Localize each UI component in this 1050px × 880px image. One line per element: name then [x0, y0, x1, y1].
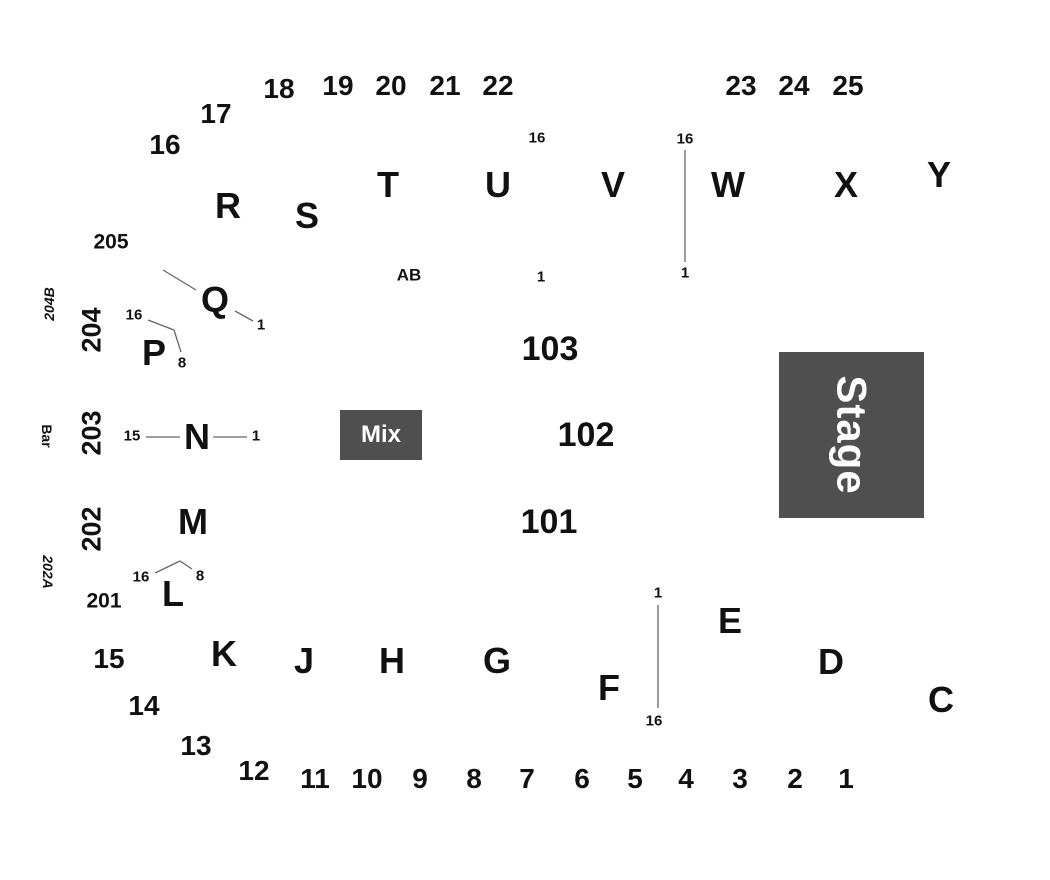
section-204[interactable]: 204 — [76, 307, 107, 353]
lower-seat-8[interactable]: 8 — [466, 763, 482, 794]
seat-range-ef-1: 1 — [653, 584, 663, 602]
seat-range-u-16: 16 — [528, 129, 546, 147]
row-j[interactable]: J — [293, 640, 315, 681]
lower-seat-3[interactable]: 3 — [732, 763, 748, 794]
lower-seat-10[interactable]: 10 — [351, 763, 383, 794]
seat-range-p-16: 16 — [125, 306, 143, 324]
seat-range-vw-1: 1 — [680, 264, 690, 282]
section-205[interactable]: 205 — [93, 230, 129, 254]
row-e[interactable]: E — [717, 600, 743, 641]
section-201[interactable]: 201 — [86, 589, 122, 613]
row-p[interactable]: P — [141, 332, 167, 373]
section-102[interactable]: 102 — [557, 416, 615, 454]
row-t[interactable]: T — [377, 164, 399, 205]
seat-range-l-16: 16 — [132, 568, 150, 586]
lower-seat-4[interactable]: 4 — [678, 763, 694, 794]
row-n[interactable]: N — [184, 416, 210, 457]
lower-seat-5[interactable]: 5 — [627, 763, 643, 794]
stage: Stage — [779, 352, 924, 518]
row-v[interactable]: V — [600, 164, 626, 205]
row-h[interactable]: H — [379, 640, 405, 681]
row-q[interactable]: Q — [200, 279, 230, 320]
lower-seat-15[interactable]: 15 — [93, 643, 125, 674]
bar-label: Bar — [39, 424, 55, 448]
q-range-line-left — [162, 269, 197, 291]
seat-range-n-15: 15 — [123, 427, 141, 445]
lower-seat-2[interactable]: 2 — [787, 763, 803, 794]
stage-label: Stage — [828, 375, 876, 495]
section-203[interactable]: 203 — [76, 410, 107, 456]
l-range-line-right — [179, 560, 193, 570]
row-g[interactable]: G — [482, 640, 512, 681]
upper-seat-22[interactable]: 22 — [482, 70, 514, 101]
section-204b[interactable]: 204B — [41, 287, 57, 321]
upper-seat-19[interactable]: 19 — [322, 70, 354, 101]
lower-seat-11[interactable]: 11 — [300, 763, 330, 794]
row-k[interactable]: K — [211, 633, 237, 674]
l-range-line-left — [154, 560, 181, 574]
lower-seat-13[interactable]: 13 — [180, 730, 212, 761]
section-202[interactable]: 202 — [76, 506, 107, 552]
upper-seat-18[interactable]: 18 — [263, 73, 295, 104]
q-range-line-right — [234, 310, 254, 322]
upper-seat-16[interactable]: 16 — [149, 129, 181, 160]
row-f[interactable]: F — [598, 667, 620, 708]
seat-range-n-1: 1 — [251, 427, 261, 445]
mix-booth: Mix — [340, 410, 422, 460]
section-ab[interactable]: AB — [396, 265, 422, 285]
p-range-line-top — [147, 319, 175, 331]
lower-seat-9[interactable]: 9 — [412, 763, 428, 794]
upper-seat-23[interactable]: 23 — [725, 70, 757, 101]
row-x[interactable]: X — [833, 164, 859, 205]
row-m[interactable]: M — [178, 501, 208, 542]
seat-range-vw-16: 16 — [676, 130, 694, 148]
seat-range-u-1: 1 — [536, 268, 546, 286]
upper-seat-21[interactable]: 21 — [429, 70, 461, 101]
section-103[interactable]: 103 — [521, 330, 579, 368]
seat-range-ef-16: 16 — [645, 712, 663, 730]
upper-seat-24[interactable]: 24 — [778, 70, 810, 101]
row-s[interactable]: S — [294, 195, 320, 236]
lower-seat-7[interactable]: 7 — [519, 763, 535, 794]
seat-range-p-8: 8 — [177, 354, 187, 372]
section-202a[interactable]: 202A — [40, 555, 56, 589]
row-c[interactable]: C — [928, 679, 954, 720]
section-101[interactable]: 101 — [520, 503, 578, 541]
lower-seat-6[interactable]: 6 — [574, 763, 590, 794]
seat-range-q-1: 1 — [256, 316, 266, 334]
row-u[interactable]: U — [485, 164, 511, 205]
lower-seat-1[interactable]: 1 — [838, 763, 854, 794]
upper-seat-20[interactable]: 20 — [375, 70, 407, 101]
row-l[interactable]: L — [162, 573, 184, 614]
upper-seat-17[interactable]: 17 — [200, 98, 232, 129]
row-d[interactable]: D — [818, 641, 844, 682]
p-range-line-side — [173, 329, 182, 353]
row-w[interactable]: W — [711, 164, 745, 205]
seat-range-l-8: 8 — [195, 567, 205, 585]
row-y[interactable]: Y — [926, 154, 952, 195]
lower-seat-14[interactable]: 14 — [128, 690, 160, 721]
upper-seat-25[interactable]: 25 — [832, 70, 864, 101]
row-r[interactable]: R — [215, 185, 241, 226]
mix-label: Mix — [360, 421, 401, 448]
lower-seat-12[interactable]: 12 — [238, 755, 270, 786]
